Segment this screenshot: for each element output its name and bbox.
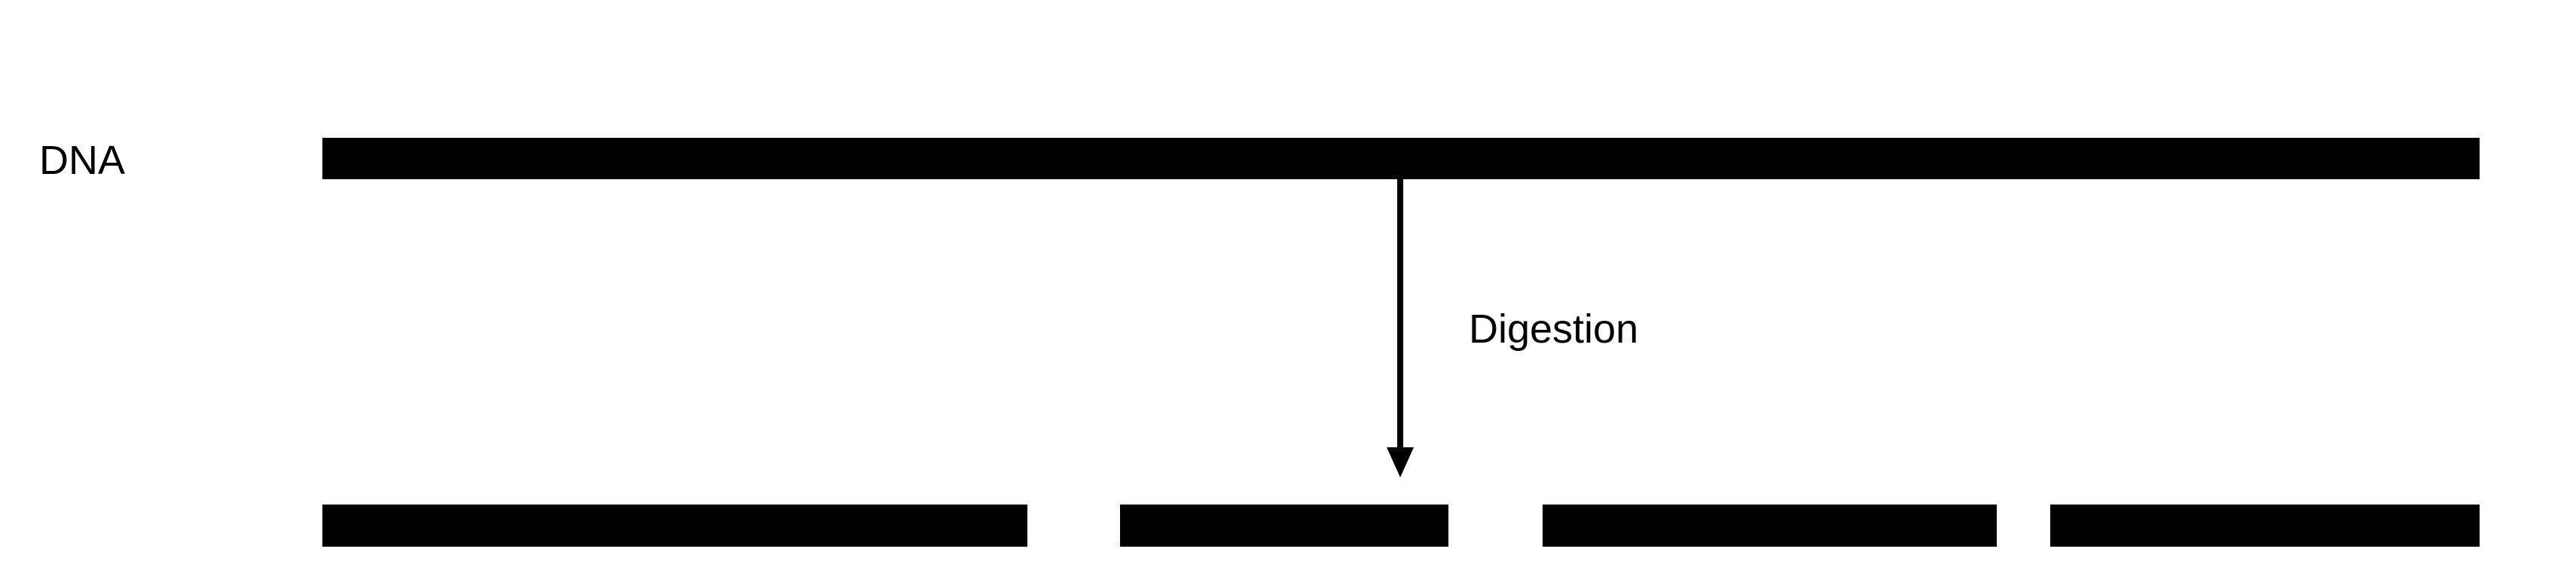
down-arrow-icon: [1387, 178, 1414, 477]
dna-fragment: [1120, 505, 1448, 547]
dna-fragment: [1543, 505, 1997, 547]
digestion-label: Digestion: [1469, 306, 1639, 352]
dna-label: DNA: [39, 138, 126, 183]
dna-fragment: [322, 505, 1027, 547]
dna-bar: [322, 138, 2480, 179]
dna-fragment: [2050, 505, 2480, 547]
